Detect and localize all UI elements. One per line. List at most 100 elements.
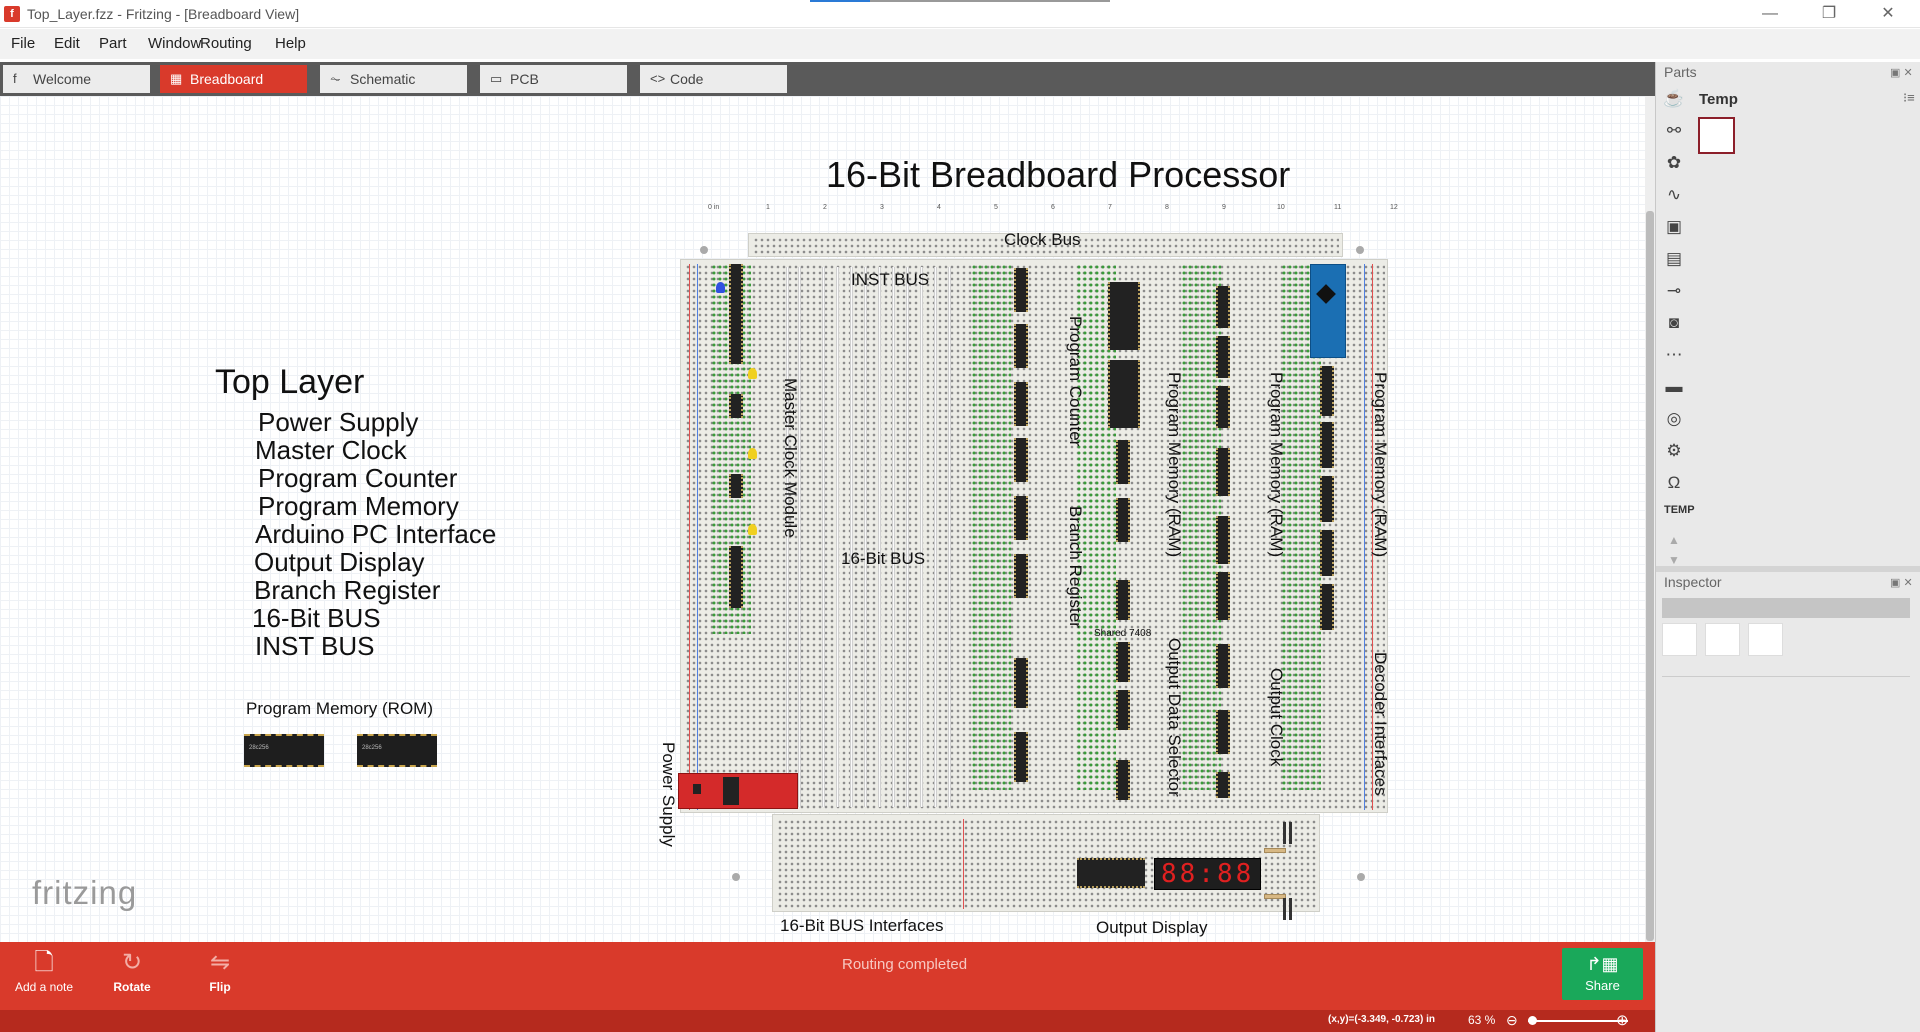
add-note-button[interactable]: 🗋 Add a note <box>8 942 80 1010</box>
ic-chip[interactable] <box>1116 642 1130 682</box>
rom-chip[interactable]: 28c256 <box>357 734 437 767</box>
ic-chip[interactable] <box>1216 772 1230 798</box>
maximize-button[interactable]: ❐ <box>1821 5 1837 22</box>
ic-chip[interactable] <box>1320 366 1334 416</box>
bus16-label[interactable]: 16-Bit BUS <box>841 549 926 568</box>
wireless-icon[interactable]: ◎ <box>1666 409 1682 428</box>
menu-routing[interactable]: Help <box>275 35 306 52</box>
sparkfun-icon[interactable]: ▣ <box>1665 217 1683 236</box>
yellow-led[interactable] <box>748 368 757 379</box>
ic-chip[interactable] <box>1320 530 1334 576</box>
ic-chip[interactable] <box>1216 286 1230 328</box>
rotate-button[interactable]: ↻ Rotate <box>100 942 164 1010</box>
ic-chip[interactable] <box>1320 422 1334 468</box>
ic-chip[interactable] <box>1216 336 1230 378</box>
note-title[interactable]: Top Layer <box>215 363 365 401</box>
ic-chip[interactable] <box>729 546 743 608</box>
more-icon[interactable]: ⋯ <box>1665 345 1683 364</box>
program-memory-ram-label[interactable]: Program Memory (RAM) <box>1371 372 1390 558</box>
ic-chip[interactable] <box>1216 448 1230 496</box>
scroll-down-icon[interactable]: ▼ <box>1668 553 1680 567</box>
clock-bus-board[interactable] <box>748 233 1343 257</box>
capacitor[interactable] <box>1289 898 1292 920</box>
output-clock-label[interactable]: Output Clock <box>1267 668 1286 767</box>
ic-chip[interactable] <box>1216 710 1230 754</box>
core-parts-icon[interactable]: ☕ <box>1663 89 1685 108</box>
bin-part-slot[interactable] <box>1698 117 1735 154</box>
program-memory-ram-label[interactable]: Program Memory (RAM) <box>1267 372 1286 558</box>
bin-scroll-arrows[interactable]: ▲ ▼ <box>1668 530 1680 570</box>
temp-bin-label[interactable]: TEMP <box>1664 504 1695 516</box>
seven-segment-display[interactable]: 88:88 <box>1154 858 1262 890</box>
yellow-led[interactable] <box>748 524 757 535</box>
panel-divider[interactable] <box>1656 566 1920 572</box>
mine-parts-icon[interactable]: ⚯ <box>1666 121 1682 140</box>
resistor-icon[interactable]: ⊸ <box>1666 281 1682 300</box>
capacitor[interactable] <box>1283 898 1286 920</box>
share-button[interactable]: ↱▦ Share <box>1562 948 1643 1000</box>
power-supply-module[interactable] <box>678 773 798 809</box>
ic-chip[interactable] <box>1116 760 1130 800</box>
ic-chip[interactable] <box>1014 554 1028 598</box>
zoom-slider-handle[interactable] <box>1528 1016 1537 1025</box>
ic-chip[interactable] <box>1014 382 1028 426</box>
ic-chip[interactable] <box>1216 644 1230 688</box>
menu-part[interactable]: Part <box>99 35 127 52</box>
ram-chip[interactable] <box>1108 360 1140 428</box>
resistor[interactable] <box>1264 894 1286 899</box>
ic-chip[interactable] <box>1116 580 1130 620</box>
resistor[interactable] <box>1264 848 1286 853</box>
tab-pcb[interactable]: ▭PCB <box>480 65 627 93</box>
flip-button[interactable]: ⇋ Flip <box>190 942 250 1010</box>
arduino-icon[interactable]: ✿ <box>1666 153 1682 172</box>
chip-icon[interactable]: ▤ <box>1665 249 1683 268</box>
ic-chip[interactable] <box>1077 858 1145 888</box>
tab-breadboard[interactable]: ▦Breadboard <box>160 65 307 93</box>
capacitor[interactable] <box>1289 822 1292 844</box>
ic-chip[interactable] <box>1014 658 1028 708</box>
ic-chip[interactable] <box>1014 324 1028 368</box>
camera-icon[interactable]: ◙ <box>1668 313 1680 332</box>
power-supply-label[interactable]: Power Supply <box>659 742 678 847</box>
scrollbar-thumb[interactable] <box>1646 211 1654 941</box>
ic-chip[interactable] <box>1014 732 1028 782</box>
tab-code[interactable]: <>Code <box>640 65 787 93</box>
zoom-slider[interactable] <box>1528 1020 1628 1022</box>
ic-chip[interactable] <box>1216 572 1230 620</box>
panel-float-close-icon[interactable]: ▣ ✕ <box>1890 67 1913 79</box>
ic-chip[interactable] <box>1216 386 1230 428</box>
shared-7408-label[interactable]: Shared 7408 <box>1094 628 1152 639</box>
ic-chip[interactable] <box>1116 690 1130 730</box>
ic-chip[interactable] <box>729 474 743 498</box>
project-title[interactable]: 16-Bit Breadboard Processor <box>826 154 1291 195</box>
ic-chip[interactable] <box>1014 496 1028 540</box>
canvas-vertical-scrollbar[interactable] <box>1645 96 1655 942</box>
zoom-in-icon[interactable]: ⊕ <box>1616 1012 1629 1029</box>
menu-window[interactable]: Routing <box>200 35 252 52</box>
minimize-button[interactable]: — <box>1762 5 1778 22</box>
breadboard-bin-icon[interactable]: ▬ <box>1665 377 1683 396</box>
tab-schematic[interactable]: ⏦Schematic <box>320 65 467 93</box>
master-clock-label[interactable]: Master Clock Module <box>781 378 800 538</box>
menu-edit[interactable]: Edit <box>54 35 80 52</box>
bus-interfaces-label[interactable]: 16-Bit BUS Interfaces <box>780 916 944 935</box>
clock-bus-label[interactable]: Clock Bus <box>1004 230 1081 249</box>
panel-float-close-icon[interactable]: ▣ ✕ <box>1890 577 1913 589</box>
layer-list[interactable]: Power Supply Master Clock Program Counte… <box>250 408 496 660</box>
omega-icon[interactable]: Ω <box>1667 473 1681 492</box>
seeed-icon[interactable]: ∿ <box>1666 185 1682 204</box>
rom-chip[interactable]: 28c256 <box>244 734 324 767</box>
yellow-led[interactable] <box>748 448 757 459</box>
branch-register-label[interactable]: Branch Register <box>1066 506 1085 628</box>
output-data-selector-label[interactable]: Output Data Selector <box>1165 638 1184 797</box>
close-button[interactable]: ✕ <box>1881 5 1895 22</box>
scroll-up-icon[interactable]: ▲ <box>1668 533 1680 547</box>
inst-bus-label[interactable]: INST BUS <box>851 270 930 289</box>
breadboard-canvas[interactable]: Top Layer Power Supply Master Clock Prog… <box>0 96 1645 942</box>
program-counter-label[interactable]: Program Counter <box>1066 316 1085 447</box>
ic-chip[interactable] <box>1014 438 1028 482</box>
ic-chip[interactable] <box>1320 584 1334 630</box>
capacitor[interactable] <box>1283 822 1286 844</box>
ic-chip[interactable] <box>1116 498 1130 542</box>
